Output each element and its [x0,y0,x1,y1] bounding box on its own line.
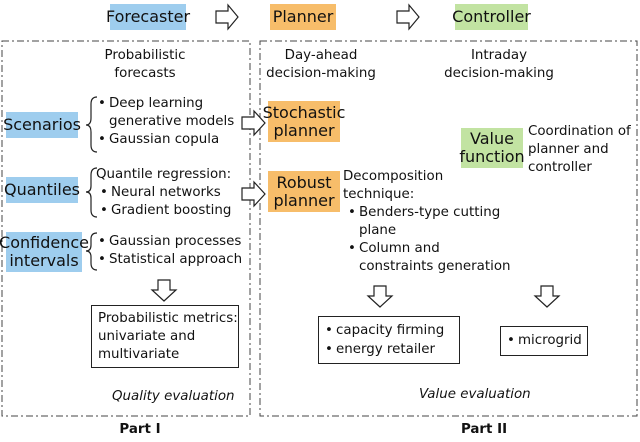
list-item: energy retailer [325,341,435,359]
quality-evaluation: Quality evaluation [112,389,235,404]
list-item: Neural networks [96,184,231,202]
brace-scenarios [85,96,98,153]
part1-title: Probabilistic forecasts [90,47,200,83]
part1-title-line1: Probabilistic [104,48,186,63]
list-item: Gaussian copula [98,131,234,149]
arrow-to-stochastic [241,109,266,137]
value-function-line1: Value [470,129,514,148]
scenarios-list: Deep learning generative models Gaussian… [98,95,234,149]
scenarios-label: Scenarios [3,115,81,134]
decomposition-line2: technique: [343,187,415,202]
decomposition-text: Decomposition technique: Benders-type cu… [343,168,511,276]
coordination-line2: planner and [528,142,609,157]
value-evaluation: Value evaluation [419,387,531,402]
scenarios-box: Scenarios [3,112,81,138]
part1-panel [1,40,251,417]
stochastic-planner-box: Stochastic planner [263,101,345,142]
metrics-line1: Probabilistic metrics: [98,311,238,326]
controller-label: Controller [452,7,531,26]
list-item: generative models [109,114,235,129]
confidence-label-line2: intervals [9,251,79,270]
value-function-line2: function [459,147,525,166]
quantiles-box: Quantiles [3,177,81,203]
part2-label: Part II [460,422,508,437]
forecaster-box: Forecaster [106,4,190,30]
list-item: Deep learning [98,95,234,113]
dayahead-title: Day-ahead decision-making [262,47,380,83]
decomposition-line1: Decomposition [343,169,444,184]
controller-box: Controller [452,4,531,30]
coordination-text: Coordination of planner and controller [528,123,631,177]
metrics-box: Probabilistic metrics: univariate and mu… [91,305,239,368]
list-item: Benders-type cutting [343,204,511,222]
list-item: capacity firming [325,322,444,340]
microgrid-label: microgrid [507,332,582,350]
intraday-line2: decision-making [444,66,554,81]
list-item: plane [359,223,397,238]
list-item: Column and [343,240,511,258]
robust-line1: Robust [276,172,332,192]
forecaster-label: Forecaster [105,7,191,26]
applications-box: capacity firming energy retailer [318,316,460,364]
robust-planner-box: Robust planner [268,171,340,212]
microgrid-box: microgrid [500,326,588,356]
quantiles-list: Quantile regression: Neural networks Gra… [96,166,231,220]
stochastic-line2: planner [273,120,335,140]
quantiles-label: Quantiles [3,180,81,199]
list-item: constraints generation [359,259,511,274]
dayahead-line2: decision-making [266,66,376,81]
part1-title-line2: forecasts [114,66,176,81]
value-function-box: Value function [459,128,525,168]
list-item: Statistical approach [98,251,242,269]
header-arrow-1 [215,3,239,31]
list-item: Gradient boosting [96,202,231,220]
part1-label: Part I [119,422,161,437]
stochastic-line1: Stochastic [262,102,346,122]
quantiles-heading: Quantile regression: [96,167,232,182]
part2-panel [259,40,638,417]
confidence-box: Confidence intervals [0,232,89,272]
confidence-label-line1: Confidence [0,233,89,252]
arrow-to-robust [241,180,266,208]
intraday-line1: Intraday [470,48,528,63]
arrow-down-microgrid [533,285,561,308]
brace-confidence [85,232,98,271]
metrics-line3: multivariate [98,347,180,362]
list-item: Gaussian processes [98,233,242,251]
coordination-line3: controller [528,160,592,175]
header-arrow-2 [396,3,420,31]
arrow-down-metrics [150,279,178,302]
robust-line2: planner [273,190,335,210]
planner-label: Planner [272,7,334,26]
brace-quantiles [85,167,98,218]
arrow-down-applications [366,285,394,308]
planner-box: Planner [270,4,336,30]
dayahead-line1: Day-ahead [284,48,358,63]
confidence-list: Gaussian processes Statistical approach [98,233,242,269]
intraday-title: Intraday decision-making [440,47,558,83]
coordination-line1: Coordination of [528,124,631,139]
metrics-line2: univariate and [98,329,196,344]
